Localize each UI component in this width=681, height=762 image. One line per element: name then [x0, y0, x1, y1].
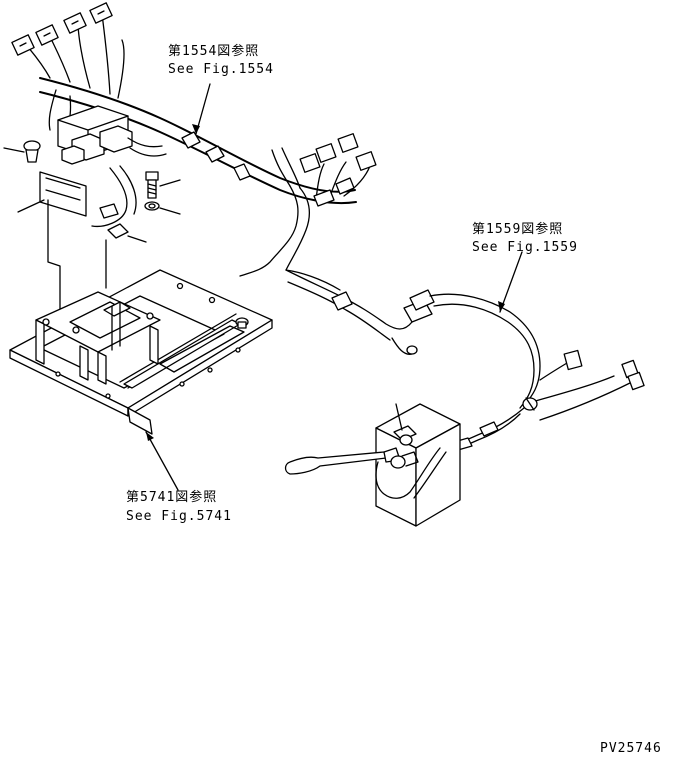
callout-fig1559-en: See Fig.1559 — [472, 240, 578, 255]
floor-plate — [9, 269, 273, 491]
callout-fig1554-en: See Fig.1554 — [168, 62, 274, 77]
drawing-id: PV25746 — [600, 741, 662, 756]
callout-fig1554-jp: 第1554図参照 — [168, 44, 260, 59]
small-parts-group — [3, 140, 181, 321]
callout-fig5741-jp: 第5741図参照 — [126, 490, 218, 505]
callout-fig1559-jp: 第1559図参照 — [472, 222, 564, 237]
lever-harness — [285, 251, 645, 455]
callout-fig5741-en: See Fig.5741 — [126, 509, 232, 524]
lever-control-box — [284, 403, 461, 527]
main-wire-harness — [11, 2, 377, 291]
